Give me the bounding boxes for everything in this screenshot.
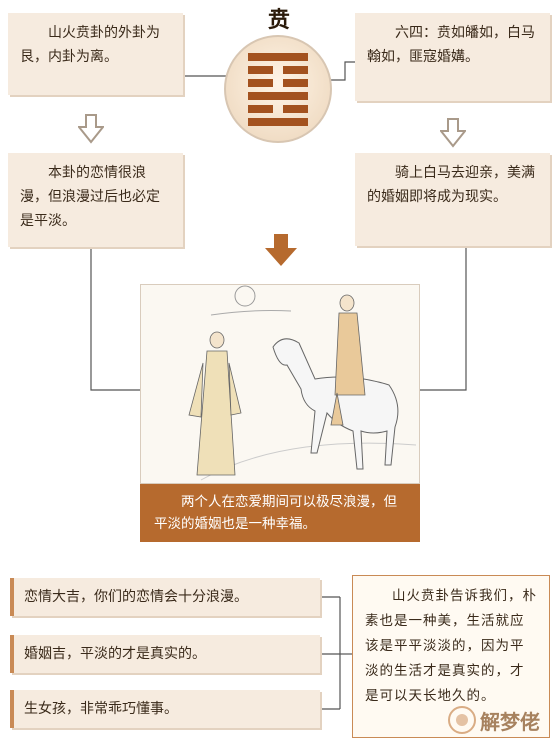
romance-text: 本卦的恋情很浪漫，但浪漫过后也必定是平淡。: [20, 165, 160, 229]
list-item-marriage: 婚姻吉，平淡的才是真实的。: [10, 635, 320, 673]
list-item-love: 恋情大吉，你们的恋情会十分浪漫。: [10, 578, 320, 616]
arrow-down-right-icon: [440, 118, 466, 148]
list-item-marriage-text: 婚姻吉，平淡的才是真实的。: [24, 646, 206, 662]
connector-left-to-picture: [90, 246, 140, 391]
hexagram-line-2-seg-1: [248, 66, 273, 74]
line-text-box: 六四：贲如皤如，白马翰如，匪寇婚媾。: [355, 13, 550, 101]
illustration-couple: [140, 284, 420, 484]
watermark-icon: [448, 706, 476, 734]
hexagram-line-3-seg-1: [248, 79, 273, 87]
illustration-caption-text: 两个人在恋爱期间可以极尽浪漫，但平淡的婚姻也是一种幸福。: [154, 494, 397, 532]
couple-horse-illustration: [188, 285, 417, 481]
hexagram-line-4: [248, 92, 308, 100]
hexagram-line-2-seg-2: [283, 66, 308, 74]
connector-right-to-picture: [420, 246, 467, 391]
list-item-love-text: 恋情大吉，你们的恋情会十分浪漫。: [24, 589, 248, 605]
hexagram-symbol-circle: [224, 35, 332, 143]
arrow-down-center-icon: [265, 234, 297, 266]
watermark-logo: 解梦佬: [440, 700, 550, 740]
hexagram-advice-box: 山火贲卦告诉我们，朴素也是一种美，生活就应该是平平淡淡的，因为平淡的生活才是真实…: [352, 575, 550, 738]
hexagram-line-5-seg-2: [283, 105, 308, 113]
outer-inner-trigram-text: 山火贲卦的外卦为艮，内卦为离。: [20, 25, 160, 65]
wedding-text: 骑上白马去迎亲，美满的婚姻即将成为现实。: [367, 165, 535, 205]
wedding-box: 骑上白马去迎亲，美满的婚姻即将成为现实。: [355, 153, 550, 246]
outer-inner-trigram-box: 山火贲卦的外卦为艮，内卦为离。: [8, 13, 183, 95]
hexagram-line-1: [248, 53, 308, 61]
list-item-child-text: 生女孩，非常乖巧懂事。: [24, 701, 178, 717]
hexagram-line-5-seg-1: [248, 105, 273, 113]
line-text: 六四：贲如皤如，白马翰如，匪寇婚媾。: [367, 25, 535, 65]
hexagram-icon: [248, 53, 308, 126]
connector-top-right: [328, 61, 357, 81]
romance-box: 本卦的恋情很浪漫，但浪漫过后也必定是平淡。: [8, 153, 183, 247]
hexagram-advice-text: 山火贲卦告诉我们，朴素也是一种美，生活就应该是平平淡淡的，因为平淡的生活才是真实…: [365, 588, 537, 704]
hexagram-line-3-seg-2: [283, 79, 308, 87]
hexagram-line-6: [248, 118, 308, 126]
illustration-caption: 两个人在恋爱期间可以极尽浪漫，但平淡的婚姻也是一种幸福。: [140, 484, 420, 542]
list-item-child: 生女孩，非常乖巧懂事。: [10, 690, 320, 728]
watermark-text: 解梦佬: [480, 710, 540, 734]
hexagram-title: 贲: [267, 7, 290, 33]
arrow-down-left-icon: [78, 114, 104, 144]
